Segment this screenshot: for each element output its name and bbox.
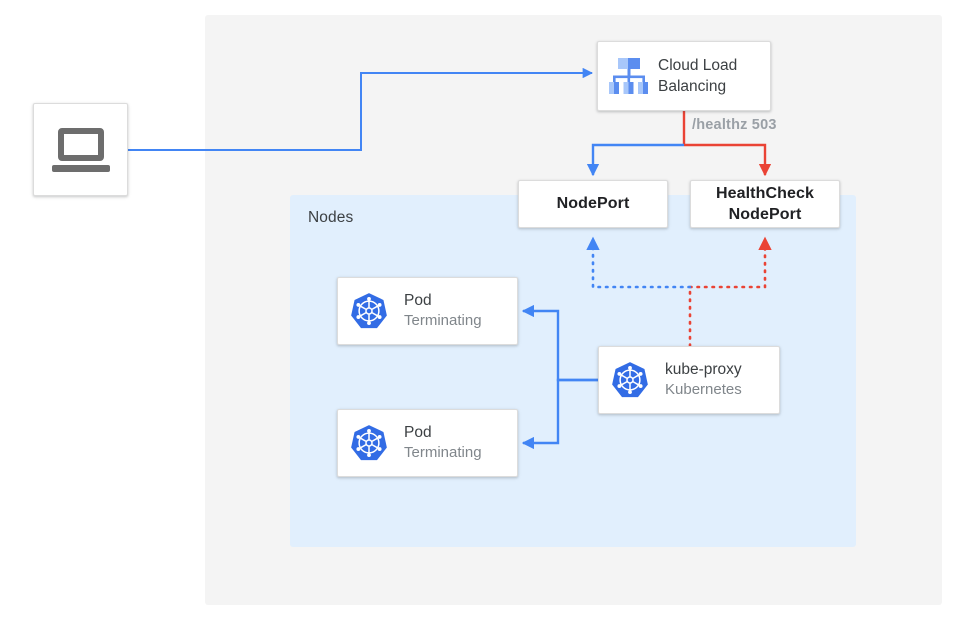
kube-proxy-subtitle: Kubernetes bbox=[665, 381, 742, 399]
kubernetes-icon bbox=[350, 292, 388, 330]
pod-1-title: Pod bbox=[404, 291, 432, 309]
pod-2-title: Pod bbox=[404, 423, 432, 441]
kubernetes-icon bbox=[350, 424, 388, 462]
cloud-load-balancing-title: Cloud Load Balancing bbox=[658, 56, 738, 95]
nodes-region-label: Nodes bbox=[308, 209, 354, 226]
laptop-icon bbox=[51, 127, 110, 172]
kube-proxy-title: kube-proxy bbox=[665, 360, 742, 378]
kubernetes-icon bbox=[611, 361, 649, 399]
client-node[interactable] bbox=[33, 103, 128, 196]
nodeport-node[interactable]: NodePort bbox=[518, 180, 668, 228]
cloud-load-balancing-icon bbox=[608, 56, 650, 96]
pod-2-status: Terminating bbox=[404, 444, 482, 462]
pod-1-status: Terminating bbox=[404, 312, 482, 330]
cloud-load-balancing-node[interactable]: Cloud Load Balancing bbox=[597, 41, 771, 111]
healthcheck-nodeport-node[interactable]: HealthCheck NodePort bbox=[690, 180, 840, 228]
nodeport-title: NodePort bbox=[556, 195, 630, 213]
pod-node-1[interactable]: Pod Terminating bbox=[337, 277, 518, 345]
kube-proxy-node[interactable]: kube-proxy Kubernetes bbox=[598, 346, 780, 414]
pod-node-2[interactable]: Pod Terminating bbox=[337, 409, 518, 477]
healthz-edge-label: /healthz 503 bbox=[692, 117, 777, 133]
healthcheck-nodeport-title: HealthCheck NodePort bbox=[715, 184, 815, 223]
